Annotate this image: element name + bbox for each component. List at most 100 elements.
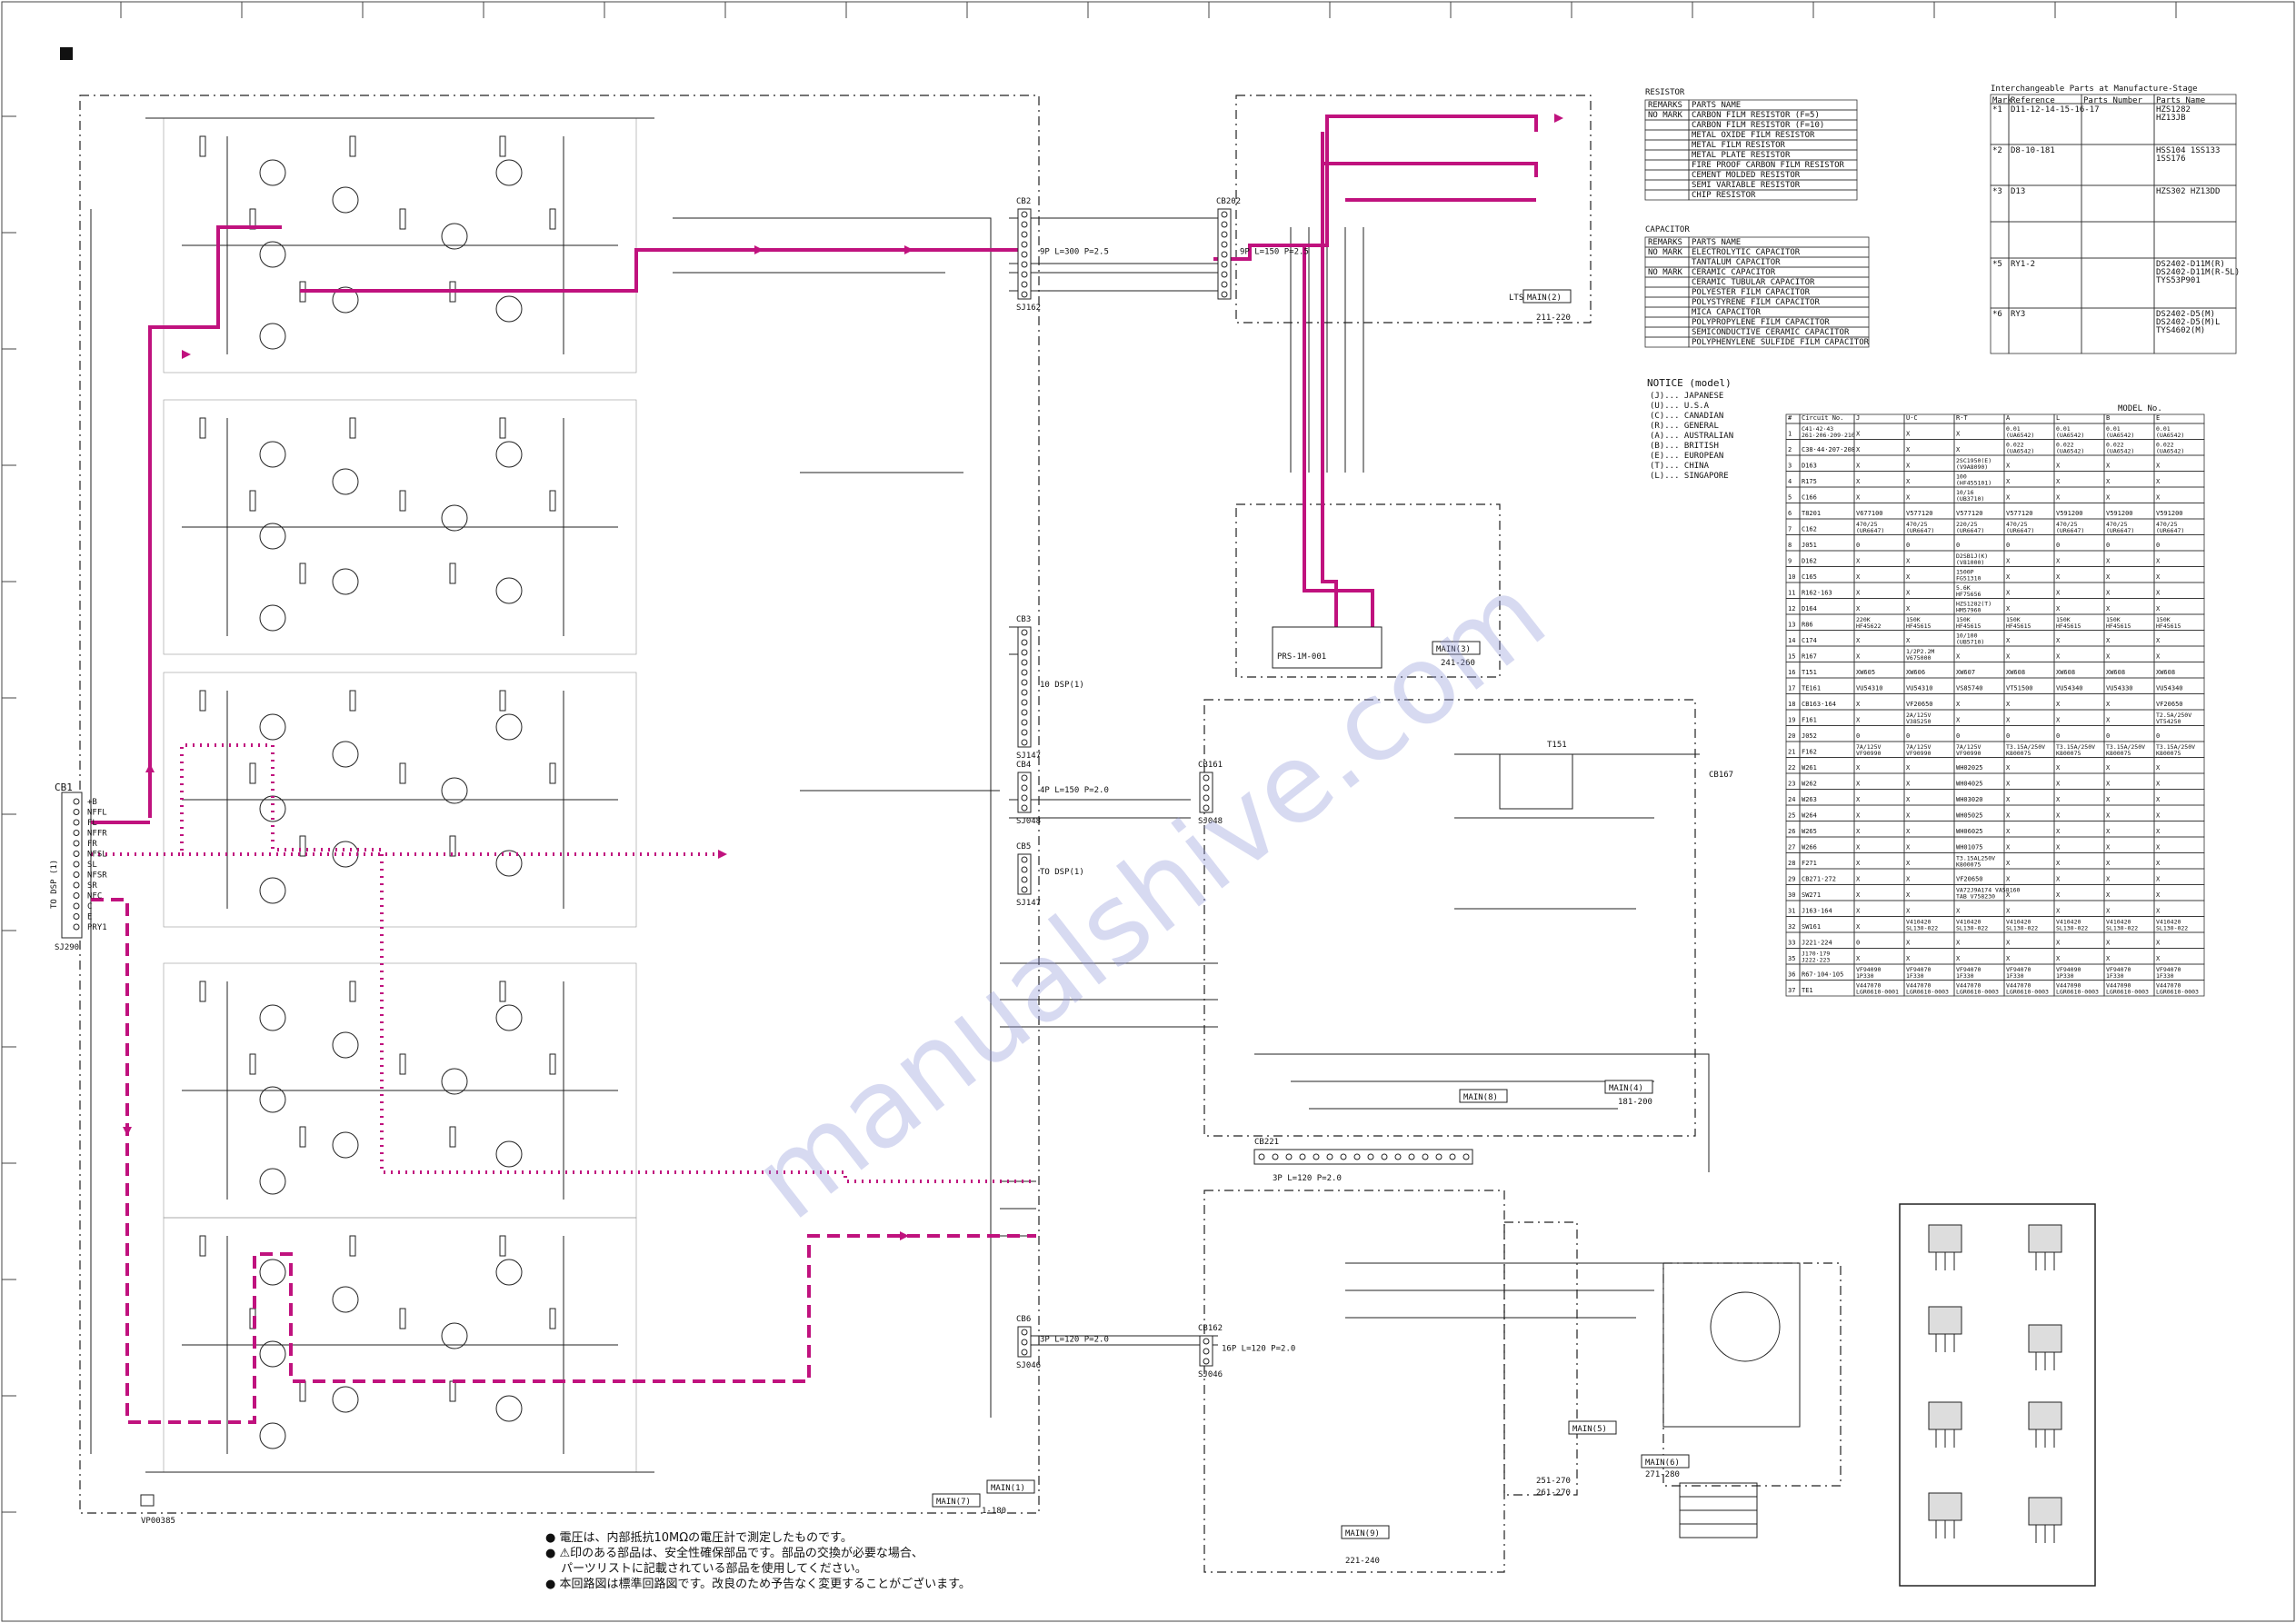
watermark-text: manualshive.com xyxy=(731,552,1568,1245)
model-text: 1 xyxy=(1788,431,1792,438)
model-text: X xyxy=(1906,876,1911,883)
model-text: WH06025 xyxy=(1956,828,1983,835)
connector-pin xyxy=(1021,1339,1028,1346)
model-cell xyxy=(1903,630,1955,647)
notice-item: (L)... SINGAPORE xyxy=(1650,472,1729,481)
transistor-icon xyxy=(495,295,523,323)
model-cell xyxy=(2053,550,2105,567)
board-tag-label: MAIN(6) xyxy=(1645,1459,1680,1468)
package-body xyxy=(1928,1224,1962,1253)
legend-cell xyxy=(1644,129,1690,141)
model-text: VF90990 xyxy=(1956,750,1981,757)
notice-item: (E)... EUROPEAN xyxy=(1650,452,1723,461)
model-cell xyxy=(2103,804,2155,821)
model-text: (UA6542) xyxy=(2056,432,2084,439)
model-cell xyxy=(2103,454,2155,472)
package-body xyxy=(1928,1401,1962,1430)
board-code-label: 251-270 xyxy=(1536,1477,1571,1486)
connector-pin xyxy=(1021,679,1028,686)
interchange-text: HZS302 HZ13DD xyxy=(2156,187,2220,196)
model-text: LGR0610-0003 xyxy=(2106,989,2149,996)
model-text: W265 xyxy=(1802,828,1817,835)
model-cell xyxy=(2103,413,2155,424)
model-cell xyxy=(2153,757,2205,774)
model-text: XW607 xyxy=(1956,669,1975,676)
board-tag-box xyxy=(1568,1420,1617,1435)
cb1-pin xyxy=(73,798,80,805)
cb1-pin xyxy=(73,809,80,815)
model-text: X xyxy=(1906,446,1911,453)
model-cell xyxy=(1953,948,2005,965)
model-cell xyxy=(2103,645,2155,662)
model-cell xyxy=(2103,534,2155,552)
transistor-icon xyxy=(495,850,523,877)
relay-block xyxy=(1272,626,1383,669)
model-text: 25 xyxy=(1788,812,1795,820)
model-text: V675000 xyxy=(1906,654,1931,662)
transistor-icon xyxy=(495,713,523,741)
connector-name: CB221 xyxy=(1254,1138,1279,1147)
note-line: ● ⚠印のある部品は、安全性確保部品です。部品の交換が必要な場合、 xyxy=(545,1547,923,1560)
model-text: X xyxy=(1856,908,1861,915)
resistor-icon xyxy=(399,490,406,512)
model-text: (UA6542) xyxy=(2156,448,2184,455)
model-text: 7A/125V xyxy=(1906,743,1931,751)
model-cell xyxy=(2103,471,2155,488)
legend-name: METAL PLATE RESISTOR xyxy=(1692,151,1791,160)
model-cell xyxy=(1953,709,2005,726)
model-text: W261 xyxy=(1802,764,1817,772)
model-text: X xyxy=(2156,573,2161,581)
transistor-icon xyxy=(495,1004,523,1031)
model-text: 0 xyxy=(2106,542,2110,549)
model-cell xyxy=(1853,582,1905,599)
model-text: T151 xyxy=(1802,669,1817,676)
legend-cell xyxy=(1644,179,1690,191)
connector-pin xyxy=(1272,1153,1279,1160)
model-cell xyxy=(1903,789,1955,806)
model-cell xyxy=(2153,836,2205,853)
connector-pin xyxy=(1221,221,1228,228)
model-text: V410420 xyxy=(2156,919,2181,926)
model-cell xyxy=(1853,566,1905,583)
transistor-icon xyxy=(441,504,468,532)
model-text: X xyxy=(2106,637,2111,644)
package-body xyxy=(2028,1497,2062,1526)
interchange-text: Mark xyxy=(1992,96,2012,105)
model-text: X xyxy=(1856,494,1861,502)
model-cell xyxy=(1853,868,1905,885)
connector-name: CB202 xyxy=(1216,197,1241,206)
model-text: X xyxy=(1906,605,1911,612)
interchange-text: DS2402-D11M(R) xyxy=(2156,260,2225,269)
model-cell xyxy=(2053,534,2105,552)
model-text: L xyxy=(2056,414,2060,422)
connector-pin xyxy=(1021,251,1028,258)
model-text: X xyxy=(2006,876,2011,883)
model-text: X xyxy=(1956,908,1961,915)
model-cell xyxy=(2053,836,2105,853)
transistor-icon xyxy=(259,1168,286,1195)
cb1-pin-label: FR xyxy=(87,840,97,849)
model-text: WH02025 xyxy=(1956,764,1983,772)
model-text: J xyxy=(1856,414,1860,422)
model-text: X xyxy=(2056,637,2061,644)
legend-cell xyxy=(1644,316,1690,328)
connector-pin xyxy=(1299,1153,1306,1160)
model-text: X xyxy=(2006,590,2011,597)
model-cell xyxy=(1903,439,1955,456)
model-text: CB163·164 xyxy=(1802,701,1836,708)
model-text: X xyxy=(2056,653,2061,661)
connector-pin xyxy=(1203,1338,1210,1345)
model-text: X xyxy=(1856,637,1861,644)
channel-outline xyxy=(163,399,637,655)
connector-body xyxy=(1017,853,1032,895)
amp-channel-3 xyxy=(163,672,637,928)
model-text: 14 xyxy=(1788,637,1795,644)
model-text: SL130-022 xyxy=(2156,925,2188,932)
model-text: XW608 xyxy=(2106,669,2125,676)
model-cell xyxy=(1953,693,2005,711)
model-text: 9 xyxy=(1788,558,1792,565)
cb1-pin-label: NFC xyxy=(87,892,102,901)
model-text: C41·42·43 xyxy=(1802,425,1833,433)
model-cell xyxy=(2153,534,2205,552)
notice-item: (T)... CHINA xyxy=(1650,462,1710,471)
